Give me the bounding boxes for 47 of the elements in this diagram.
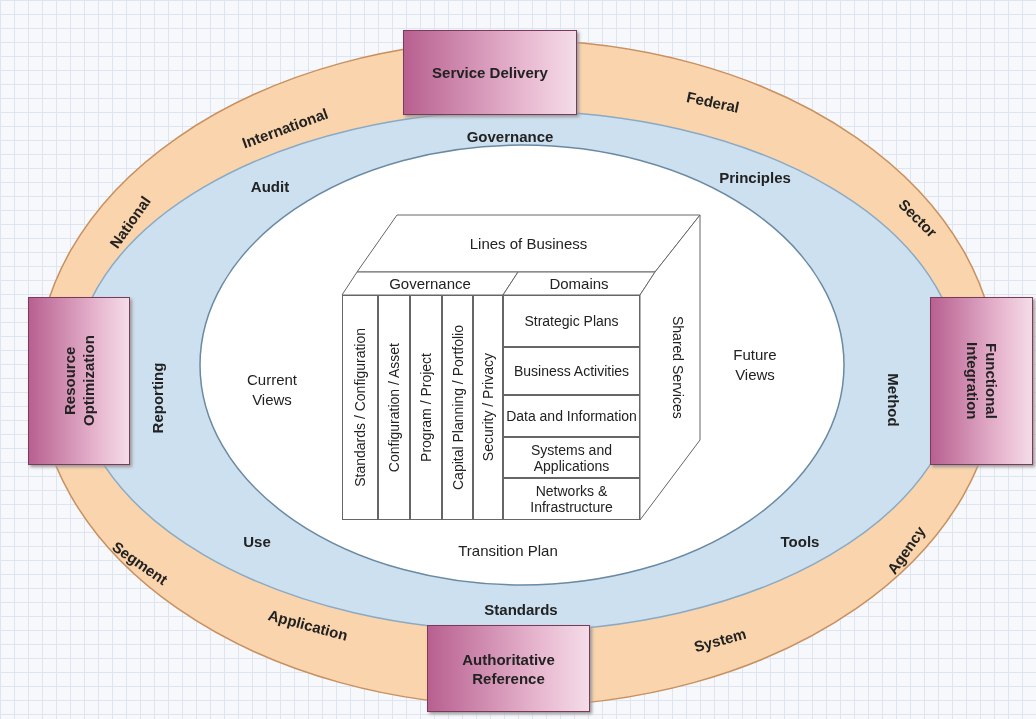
cell-text: Lines of Business: [469, 235, 588, 252]
concept-box: [427, 625, 590, 712]
cell-text: Systems and Applications: [530, 441, 613, 474]
ring-label: Standards: [484, 600, 558, 618]
cell-text: Program / Project: [418, 353, 434, 462]
cube-face: [342, 272, 518, 295]
cube-cell: [503, 395, 640, 437]
ring-label: Method: [884, 373, 902, 427]
ring-label: Future Views: [732, 345, 778, 385]
ring-label: Federal: [685, 88, 741, 116]
cube-cell: [503, 478, 640, 520]
ring-label: Principles: [719, 168, 791, 186]
ring-label: Reporting: [148, 362, 166, 434]
cell-text: Shared Services: [670, 316, 686, 419]
cell-text: Governance: [389, 275, 471, 292]
ring-label: Use: [243, 532, 271, 550]
concept-box: [28, 297, 130, 465]
cube-cell: [342, 295, 378, 520]
concept-box: [403, 30, 577, 115]
cube-cell: [503, 295, 640, 347]
ring-label: Transition Plan: [458, 541, 558, 559]
ring-label: Current Views: [246, 370, 298, 410]
ring-label: Audit: [250, 177, 290, 195]
cell-text: Networks & Infrastructure: [529, 483, 614, 515]
cell-text: Domains: [549, 275, 609, 292]
cell-text: Standards / Configuration: [352, 328, 368, 487]
cube-cell: [410, 295, 442, 520]
cube-cell: [503, 347, 640, 395]
cell-text: Security / Privacy: [480, 353, 496, 462]
ring-label: System: [692, 624, 748, 656]
ring-label: Tools: [780, 532, 820, 550]
cell-text: Strategic Plans: [524, 313, 619, 329]
cell-text: Business Activities: [513, 363, 630, 379]
cell-text: Configuration / Asset: [386, 342, 402, 473]
box-title: Functional Integration: [962, 341, 1001, 422]
cube-cell: [473, 295, 503, 520]
cell-text: Capital Planning / Portfolio: [449, 325, 466, 490]
box-title: Authoritative Reference: [461, 649, 556, 688]
ring-label: Governance: [466, 127, 554, 145]
cube-cell: [442, 295, 473, 520]
box-title: Service Delivery: [432, 63, 548, 82]
cube-cell: [378, 295, 410, 520]
concept-box: [930, 297, 1033, 465]
cube-cell: [503, 437, 640, 478]
cube-face: [640, 215, 700, 520]
cell-text: Data and Information: [506, 408, 637, 424]
box-title: Resource Optimization: [60, 334, 98, 429]
